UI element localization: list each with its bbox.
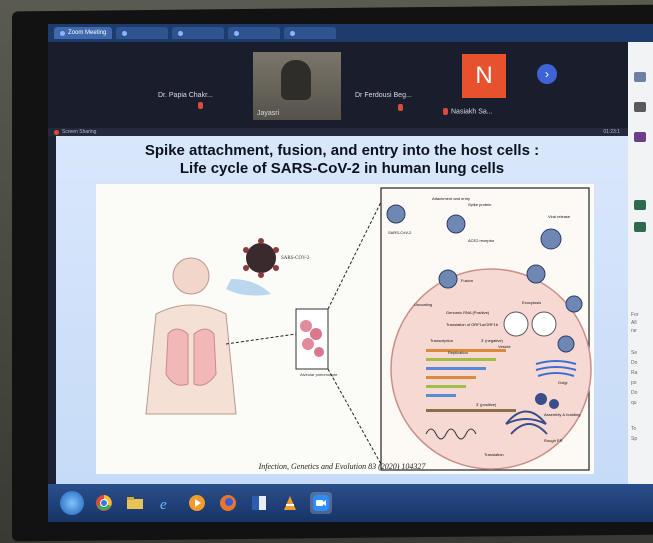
human-figure (146, 258, 236, 414)
tab-favicon-icon (290, 31, 295, 36)
label-fusion: Fusion (461, 278, 473, 283)
label-transcription: Transcription (430, 338, 453, 343)
label-uncoating: Uncoating (414, 302, 432, 307)
panel-text: All (631, 320, 637, 327)
label-viral-release: Viral release (548, 214, 571, 219)
participant-name: Dr Ferdousi Beg... (355, 92, 412, 99)
tab-favicon-icon (122, 31, 127, 36)
mic-muted-icon (198, 102, 203, 109)
connector-bottom (328, 369, 381, 464)
participant-video-person (281, 60, 311, 100)
label-translation-orf: Translation of ORF1a/ORF1b (446, 322, 499, 327)
next-participants-button[interactable]: › (537, 64, 557, 84)
browser-tab[interactable] (172, 27, 224, 39)
panel-text: qu (631, 400, 637, 407)
figure-citation: Infection, Genetics and Evolution 83 (20… (56, 462, 628, 471)
panel-text: For (631, 312, 639, 319)
start-icon[interactable] (60, 491, 84, 515)
virus-cluster-icon (243, 238, 279, 278)
label-exocytosis: Exocytosis (522, 300, 541, 305)
panel-app-icon[interactable] (634, 222, 646, 232)
label-assembly: Assembly & budding (544, 412, 580, 417)
label-vesicle: Vesicle (498, 344, 511, 349)
recording-dot-icon (54, 130, 59, 135)
mic-muted-icon (398, 104, 403, 111)
aerosol-spray (226, 279, 271, 296)
panel-text: po (631, 380, 637, 387)
browser-tab[interactable] (284, 27, 336, 39)
participant-name: Nasiakh Sa... (451, 108, 493, 115)
panel-app-icon[interactable] (634, 200, 646, 210)
tab-zoom-meeting[interactable]: Zoom Meeting (54, 27, 112, 39)
panel-app-icon[interactable] (634, 102, 646, 112)
panel-app-icon[interactable] (634, 132, 646, 142)
label-ace2: ACE2 receptor (468, 238, 495, 243)
chrome-icon[interactable] (93, 492, 115, 514)
vesicle-2 (532, 312, 556, 336)
panel-text: Do (631, 390, 637, 397)
label-genomic: Genomic RNA (Positive) (446, 310, 490, 315)
ie-icon[interactable]: e (155, 492, 177, 514)
connector-lung (226, 334, 296, 344)
mic-muted-icon (443, 108, 448, 115)
svg-text:e: e (160, 497, 167, 512)
panel-text: Do (631, 360, 637, 367)
label-negative: 3' (negative) (481, 338, 504, 343)
tab-favicon-icon (178, 31, 183, 36)
panel-text: Sp (631, 436, 637, 443)
label-replication: Replication (448, 350, 468, 355)
side-panel: For All ne Se Do Ra po Do qu To Sp (628, 42, 653, 512)
panel-text: ne (631, 328, 637, 335)
explorer-icon[interactable] (124, 492, 146, 514)
lung-label: Alveolar pneumocyte (300, 372, 338, 377)
zoom-icon[interactable] (310, 492, 332, 514)
participant-avatar[interactable]: N (462, 54, 506, 98)
vlc-icon[interactable] (279, 492, 301, 514)
participant-video-tile[interactable]: Jayasri (253, 52, 341, 120)
participant-mic-muted (398, 104, 406, 111)
label-translation: Translation (484, 452, 504, 457)
label-attachment: Attachment and entry (432, 196, 470, 201)
browser-tab[interactable] (228, 27, 280, 39)
label-sars: SARS-CoV-2 (388, 230, 412, 235)
label-golgi: Golgi (558, 380, 567, 385)
laptop-screen: Zoom Meeting Dr. Papia Chakr... Jayasri … (48, 24, 653, 522)
virus-label: SARS-COV-2 (281, 256, 310, 261)
browser-tab-bar: Zoom Meeting (48, 24, 653, 42)
label-spike: Spike protein (468, 202, 491, 207)
alveoli-box (296, 309, 328, 369)
shared-slide: Spike attachment, fusion, and entry into… (56, 136, 628, 484)
tab-label: Zoom Meeting (68, 27, 106, 39)
screen-share-bar: Screen Sharing 01:23:1 (48, 128, 628, 136)
label-positive: 3' (positive) (476, 402, 497, 407)
slide-title-line2: Life cycle of SARS-CoV-2 in human lung c… (56, 160, 628, 177)
participant-name-row: Nasiakh Sa... (443, 108, 493, 115)
word-icon[interactable] (248, 492, 270, 514)
windows-taskbar: e (48, 484, 653, 522)
participant-strip: Dr. Papia Chakr... Jayasri Dr Ferdousi B… (48, 42, 628, 128)
lifecycle-diagram: SARS-COV-2 Alveolar pneumocyte (96, 184, 594, 474)
participant-name: Dr. Papia Chakr... (158, 92, 213, 99)
participant-name: Jayasri (257, 110, 279, 117)
share-timer: 01:23:1 (603, 128, 620, 136)
slide-title-line1: Spike attachment, fusion, and entry into… (56, 142, 628, 159)
connector-top (328, 202, 381, 309)
panel-text: Ra (631, 370, 637, 377)
panel-app-icon[interactable] (634, 72, 646, 82)
participant-mic-muted (198, 102, 206, 109)
zoom-tab-icon (60, 31, 65, 36)
tab-favicon-icon (234, 31, 239, 36)
firefox-icon[interactable] (217, 492, 239, 514)
panel-text: Se (631, 350, 637, 357)
label-rough-er: Rough ER (544, 438, 563, 443)
share-label: Screen Sharing (62, 128, 96, 136)
browser-tab[interactable] (116, 27, 168, 39)
lifecycle-figure: SARS-COV-2 Alveolar pneumocyte (96, 184, 594, 474)
panel-text: To (631, 426, 636, 433)
vesicle-1 (504, 312, 528, 336)
media-icon[interactable] (186, 492, 208, 514)
